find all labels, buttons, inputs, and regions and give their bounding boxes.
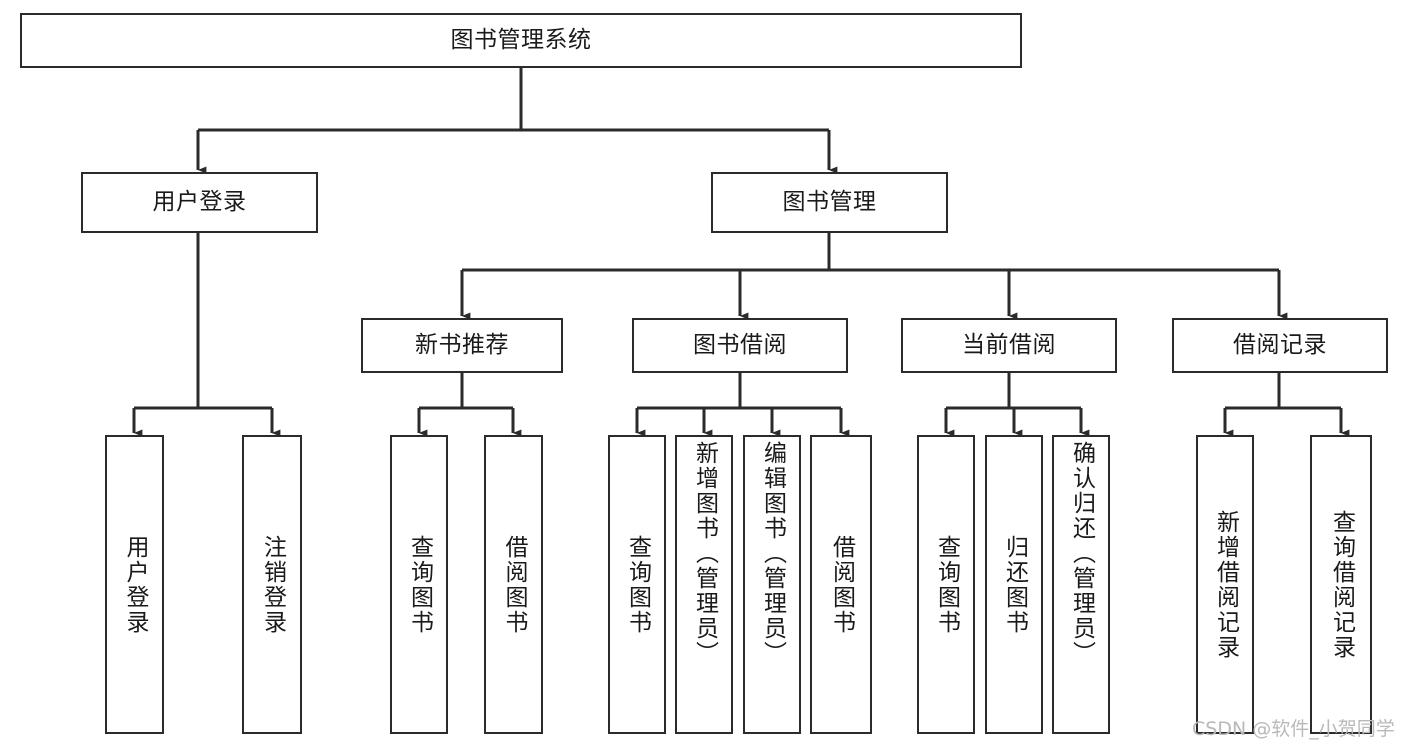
- leaf-node-leaf-edit-book[interactable]: 编辑图书（管理员）: [743, 435, 801, 734]
- node-label: 用户登录: [152, 188, 247, 215]
- node-label: 注销登录: [259, 534, 286, 635]
- leaf-node-leaf-query-book-2[interactable]: 查询图书: [608, 435, 666, 734]
- node-label: 图书管理系统: [450, 26, 592, 53]
- level3-node-book-borrow[interactable]: 图书借阅: [632, 318, 848, 373]
- leaf-node-leaf-borrow-book-1[interactable]: 借阅图书: [484, 435, 543, 734]
- leaf-node-leaf-logout[interactable]: 注销登录: [242, 435, 302, 734]
- level2-node-book-management[interactable]: 图书管理: [711, 172, 948, 233]
- node-label: 借阅图书: [501, 534, 527, 635]
- level3-node-new-book-recommend[interactable]: 新书推荐: [361, 318, 563, 373]
- leaf-node-leaf-confirm-return[interactable]: 确认归还（管理员）: [1052, 435, 1110, 734]
- level2-node-user-login[interactable]: 用户登录: [81, 172, 318, 233]
- node-label: 查询图书: [406, 534, 433, 635]
- node-label: 用户登录: [122, 534, 148, 635]
- leaf-node-leaf-add-borrow-record[interactable]: 新增借阅记录: [1196, 435, 1254, 734]
- leaf-node-leaf-query-book-1[interactable]: 查询图书: [390, 435, 448, 734]
- node-label: 查询借阅记录: [1328, 509, 1355, 660]
- level3-node-current-borrow[interactable]: 当前借阅: [901, 318, 1117, 373]
- node-label: 借阅图书: [828, 534, 855, 635]
- node-label: 当前借阅: [962, 331, 1056, 358]
- leaf-node-leaf-user-login[interactable]: 用户登录: [105, 435, 164, 734]
- node-label: 查询图书: [933, 534, 960, 635]
- level3-node-borrow-record[interactable]: 借阅记录: [1172, 318, 1388, 373]
- node-label: 编辑图书（管理员）: [759, 441, 786, 666]
- node-label: 借阅记录: [1233, 331, 1327, 358]
- node-label: 图书管理: [782, 188, 877, 215]
- node-label: 查询图书: [624, 534, 651, 635]
- node-label: 确认归还（管理员）: [1068, 441, 1095, 666]
- root-node-root[interactable]: 图书管理系统: [20, 13, 1022, 68]
- node-label: 归还图书: [1001, 534, 1028, 635]
- leaf-node-leaf-return-book[interactable]: 归还图书: [985, 435, 1043, 734]
- node-label: 新增借阅记录: [1212, 509, 1239, 660]
- leaf-node-leaf-borrow-book-2[interactable]: 借阅图书: [810, 435, 872, 734]
- node-label: 图书借阅: [693, 331, 787, 358]
- node-label: 新增图书（管理员）: [691, 441, 718, 666]
- leaf-node-leaf-query-book-3[interactable]: 查询图书: [917, 435, 975, 734]
- leaf-node-leaf-query-borrow-record[interactable]: 查询借阅记录: [1310, 435, 1372, 734]
- node-label: 新书推荐: [415, 331, 509, 358]
- leaf-node-leaf-add-book[interactable]: 新增图书（管理员）: [675, 435, 733, 734]
